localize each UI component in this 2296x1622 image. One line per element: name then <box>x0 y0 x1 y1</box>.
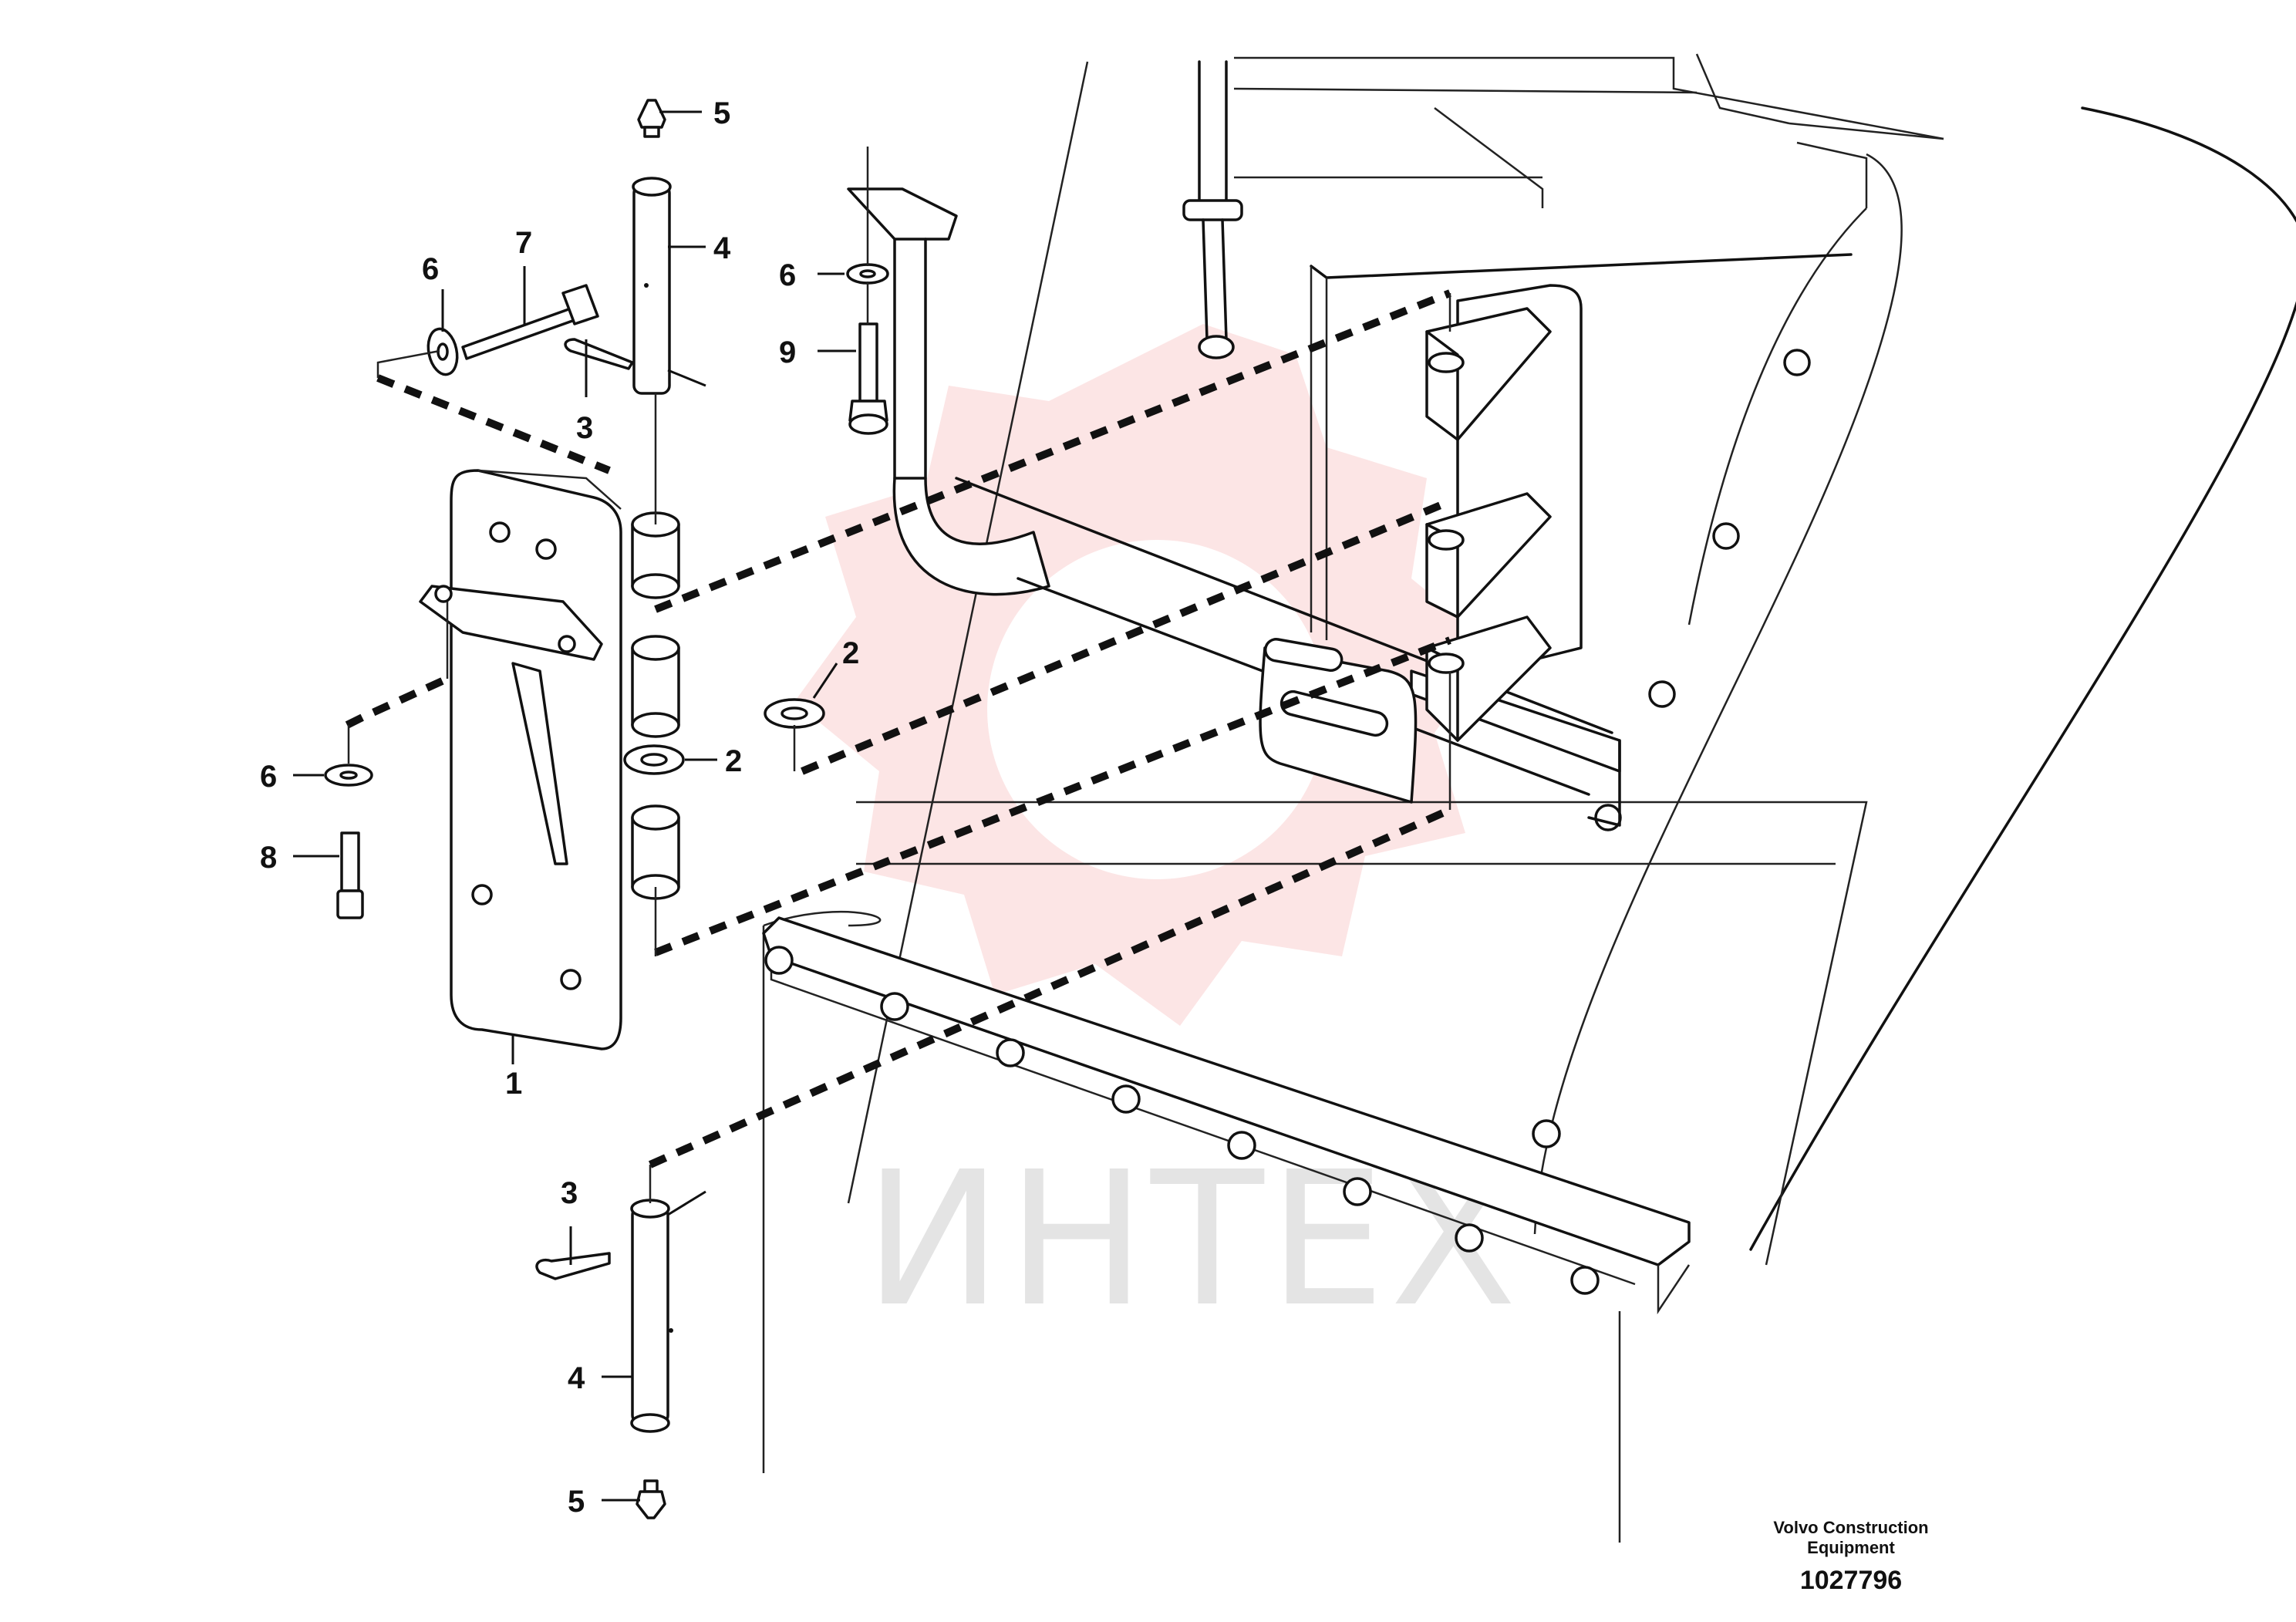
manufacturer-line-1: Volvo Construction <box>1773 1518 1929 1537</box>
callout-2-center: 2 <box>842 636 859 670</box>
assembly-lines <box>345 289 1452 1168</box>
upper-grease-nipple-part-5 <box>637 99 666 138</box>
manufacturer-label: Volvo Construction Equipment <box>1720 1518 1982 1558</box>
mudflap-bolt-row <box>764 946 1600 1295</box>
hidden-lines <box>347 147 1451 1203</box>
callouts: 5 4 6 7 3 6 9 2 2 6 8 1 3 4 5 <box>260 96 859 1519</box>
callout-6-left: 6 <box>260 760 277 794</box>
washer-part-6-left <box>324 764 373 787</box>
cotter-pin-part-3-bottom <box>535 1252 611 1280</box>
callout-5-bottom: 5 <box>568 1485 585 1519</box>
upper-pin-part-4 <box>632 177 672 395</box>
callout-6-top: 6 <box>422 252 439 286</box>
fender-bolt-row <box>1594 349 1811 831</box>
drawing-number: 1027796 <box>1799 1566 1903 1595</box>
callout-1: 1 <box>505 1067 522 1101</box>
bolt-part-7 <box>461 284 599 360</box>
callout-9: 9 <box>779 336 796 369</box>
washer-part-6-top <box>426 327 459 376</box>
washer-part-6-center <box>846 263 889 285</box>
mudflap <box>762 911 1691 1543</box>
callout-3-top: 3 <box>576 411 593 445</box>
callout-3-bottom: 3 <box>561 1176 578 1210</box>
callout-6-center: 6 <box>779 258 796 292</box>
hinge-plate-right <box>1425 284 1583 742</box>
bolt-part-8 <box>336 831 364 919</box>
callout-8: 8 <box>260 841 277 875</box>
washer-part-2-left <box>623 744 685 775</box>
callout-4-top: 4 <box>713 231 731 265</box>
bolt-part-9 <box>848 322 888 435</box>
lower-pin-part-4 <box>630 1199 673 1433</box>
washer-part-2-center <box>764 698 825 729</box>
manufacturer-line-2: Equipment <box>1807 1538 1895 1557</box>
callout-5-top: 5 <box>713 96 730 130</box>
callout-2-left: 2 <box>725 744 742 778</box>
watermark-gear-logo <box>794 324 1496 1026</box>
callout-4-bottom: 4 <box>568 1361 585 1395</box>
leader-lines <box>293 110 856 1502</box>
hinge-bracket-part-1 <box>419 469 680 1050</box>
lower-grease-nipple-part-5 <box>636 1479 666 1519</box>
callout-7: 7 <box>515 226 532 260</box>
cotter-pin-part-3-top <box>564 338 634 370</box>
